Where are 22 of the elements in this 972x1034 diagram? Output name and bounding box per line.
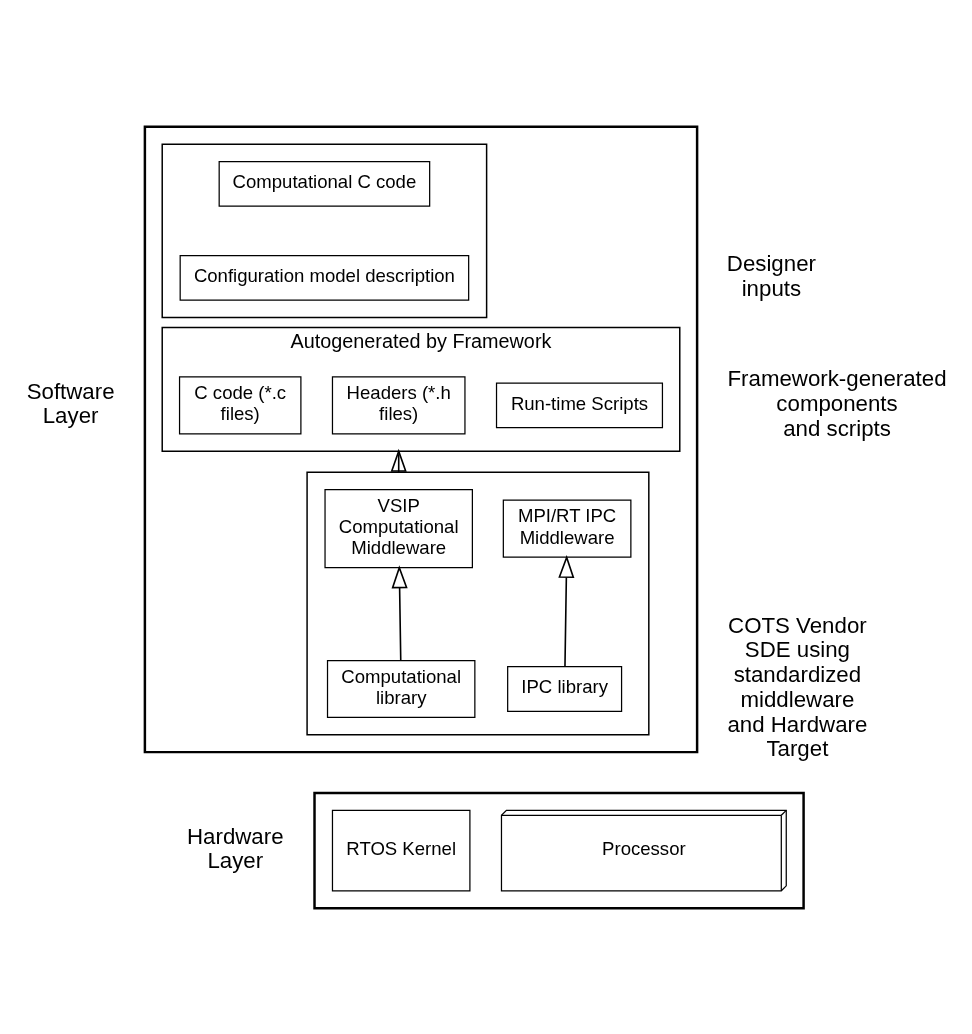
label: Software Layer [26, 378, 115, 428]
cluster [313, 791, 805, 909]
node-box: MPI/RT IPC Middleware [502, 499, 632, 558]
label: Designer inputs [726, 250, 816, 301]
arrow [558, 554, 575, 667]
label: Hardware Layer [187, 823, 284, 873]
node-box: IPC library [507, 665, 623, 712]
node-box: Run-time Scripts [495, 382, 664, 428]
node-box: VSIP Computational Middleware [324, 488, 473, 568]
node-box: Computational library [326, 659, 476, 718]
cluster [143, 125, 699, 753]
node-box: Headers (*.h files) [331, 375, 466, 435]
cluster [306, 471, 650, 736]
cluster [161, 142, 488, 318]
node-box: Configuration model description [179, 254, 470, 301]
label: Framework-generated components and scripts [727, 365, 947, 441]
label: COTS Vendor SDE using standardized middleware and Hardware Target [727, 612, 868, 761]
arrow [391, 564, 408, 661]
arrow [390, 448, 407, 473]
node-box: Computational C code [218, 160, 431, 207]
node-box: C code (*.c files) [178, 375, 302, 435]
node-box: RTOS Kernel [331, 809, 471, 891]
